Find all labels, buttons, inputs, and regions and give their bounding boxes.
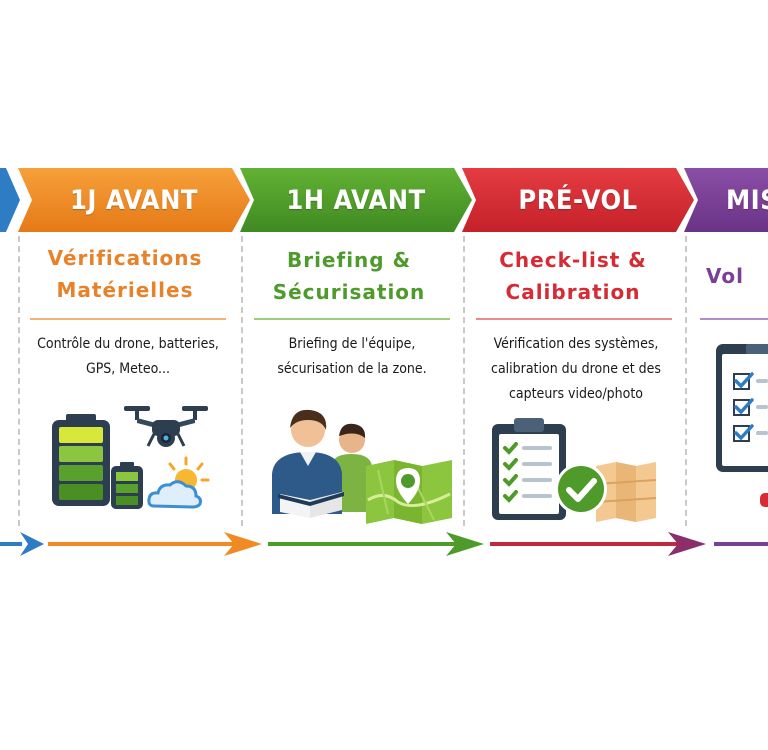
title-underline <box>30 318 226 320</box>
stage-title: Vol <box>706 264 744 288</box>
banner-label: 1H AVANT <box>286 184 426 216</box>
weather-sun-cloud-icon <box>147 456 210 509</box>
clipboard-checklist-icon <box>492 418 566 520</box>
stage-title: Briefing & Sécurisation <box>272 248 426 304</box>
title-underline <box>254 318 450 320</box>
title-underline <box>476 318 672 320</box>
stage-description: Contrôle du drone, batteries, GPS, Meteo… <box>37 336 219 377</box>
timeline-arrow-purple <box>714 542 768 546</box>
battery-icon <box>52 414 110 506</box>
column-separator <box>685 236 687 526</box>
stage-description: Briefing de l'équipe, sécurisation de la… <box>277 336 427 377</box>
small-battery-icon <box>111 462 143 509</box>
title-underline <box>700 318 768 320</box>
banner-label: MIS <box>726 184 768 216</box>
map-grid-icon <box>595 462 657 522</box>
stage-title: Check-list & Calibration <box>499 248 647 304</box>
column-separator <box>18 236 20 526</box>
team-reading-icon <box>272 409 372 518</box>
stage-title: Vérifications Matérielles <box>47 246 203 302</box>
column-separator <box>241 236 243 526</box>
banner-mission: MIS <box>684 168 768 232</box>
timeline-arrow-blue <box>0 532 44 556</box>
timeline-arrow-green <box>268 532 484 556</box>
banner-stage-0 <box>0 168 20 232</box>
banner-1j-avant: 1J AVANT <box>18 168 250 232</box>
map-location-icon <box>366 460 452 524</box>
check-circle-icon <box>555 463 607 515</box>
red-marker <box>760 493 768 507</box>
banner-pre-vol: PRÉ-VOL <box>462 168 694 232</box>
banner-label: PRÉ-VOL <box>518 184 638 216</box>
stage-description: Vérification des systèmes, calibration d… <box>491 336 661 402</box>
banner-1h-avant: 1H AVANT <box>240 168 472 232</box>
banner-label: 1J AVANT <box>69 184 199 216</box>
column-separator <box>463 236 465 526</box>
timeline-arrow-red <box>490 532 706 556</box>
monitor-checklist-icon <box>716 344 768 472</box>
timeline-arrow-orange <box>48 532 262 556</box>
drone-icon <box>124 406 208 447</box>
